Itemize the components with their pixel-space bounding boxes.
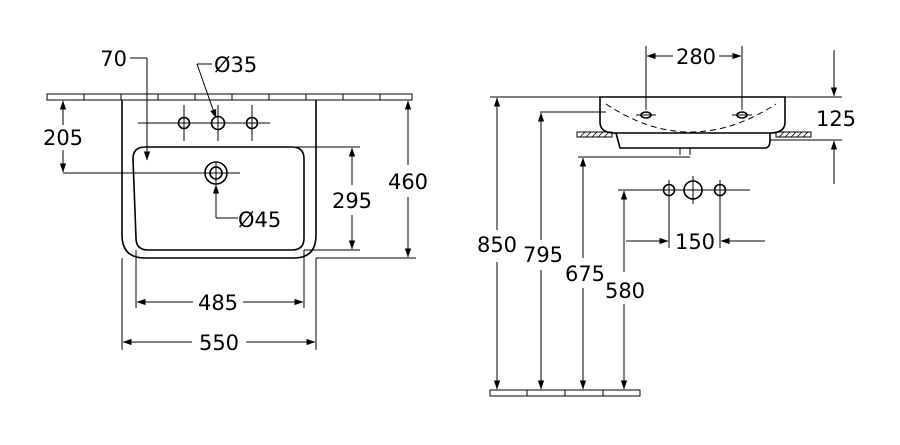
dim-supply-height-label: 580: [605, 279, 645, 303]
dim-bowl-depth: 295: [296, 146, 372, 251]
dim-underside-height: 675: [565, 156, 690, 390]
drain: [204, 161, 240, 185]
dim-bowl-height: 795: [523, 112, 563, 390]
dim-depth-to-tap: 205: [43, 100, 207, 174]
dim-rim-height: 850: [477, 96, 600, 390]
wall-strip: [46, 93, 413, 101]
basin-outline: [121, 100, 317, 259]
dim-bowl-width: 485: [135, 250, 305, 315]
dim-offset-label: 70: [100, 47, 127, 71]
dim-total-width: 550: [121, 258, 317, 355]
dim-bowl-depth-label: 295: [332, 189, 372, 213]
dim-drain: Ø45: [212, 184, 281, 232]
dim-total-width-label: 550: [199, 331, 239, 355]
dim-basin-height: 125: [770, 50, 856, 184]
dim-rim-height-label: 850: [477, 233, 517, 257]
dim-basin-height-label: 125: [816, 107, 856, 131]
floor-strip: [489, 389, 641, 397]
dim-depth-to-tap-label: 205: [43, 126, 83, 150]
bowl-hidden-line: [605, 103, 777, 133]
dim-supply-spacing-label: 150: [675, 230, 715, 254]
side-tap-holes: [636, 111, 752, 119]
dim-drain-label: Ø45: [238, 208, 281, 232]
dim-bowl-height-label: 795: [523, 243, 563, 267]
dim-total-depth: 460: [316, 100, 428, 259]
dim-tap-hole: Ø35: [196, 53, 257, 119]
dim-underside-height-label: 675: [565, 262, 605, 286]
front-view: 70 Ø35 205 Ø45 295: [43, 47, 428, 355]
dim-tap-hole-label: Ø35: [214, 53, 257, 77]
dim-offset: 70: [100, 47, 151, 161]
side-view: 280 125 850 795 675: [477, 45, 856, 397]
basin-side-outline: [599, 96, 786, 134]
dim-hole-spacing: 280: [645, 45, 743, 110]
tap-holes: [138, 105, 270, 141]
basin-lower-body: [615, 132, 771, 149]
bowl-outline: [132, 146, 305, 251]
dim-bowl-width-label: 485: [198, 291, 238, 315]
dim-supply-spacing: 150: [626, 230, 765, 254]
wall-bracket-right: [775, 131, 812, 138]
dim-total-depth-label: 460: [388, 170, 428, 194]
supply-outlets: [618, 176, 750, 248]
wall-bracket-left: [576, 131, 613, 138]
dim-supply-height: 580: [605, 190, 645, 390]
dim-hole-spacing-label: 280: [676, 45, 716, 69]
